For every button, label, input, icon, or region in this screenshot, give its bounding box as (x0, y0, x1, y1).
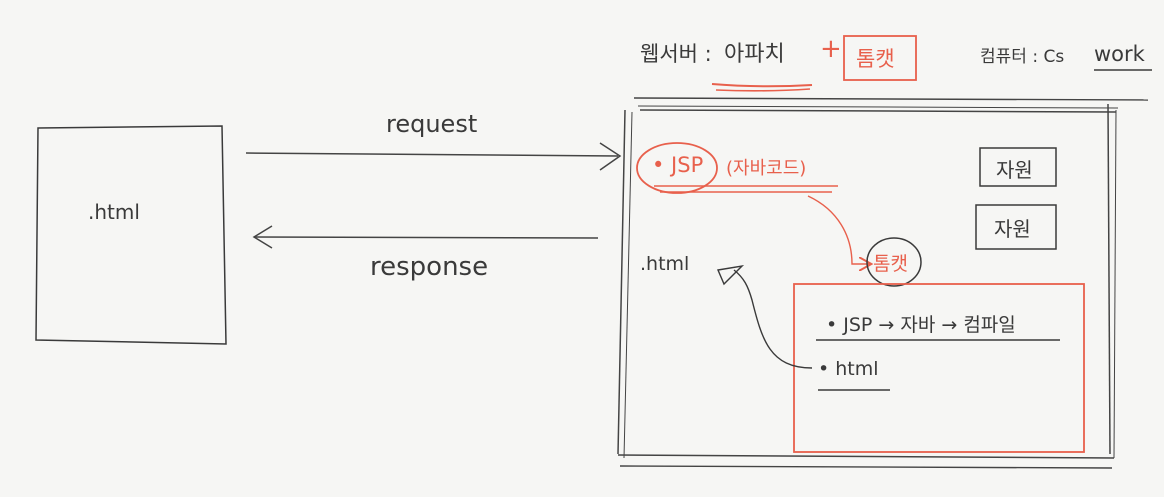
tomcat-container (793, 283, 1085, 453)
work-label: work (1094, 42, 1145, 66)
resource-box-1 (979, 147, 1057, 187)
tomcat-header-label: 톰캣 (856, 47, 895, 71)
jsp-underlines (654, 185, 838, 193)
response-arrow (252, 225, 599, 249)
compile-flow-label: • JSP → 자바 → 컴파일 (826, 314, 1016, 336)
plus-sign: + (820, 34, 842, 64)
resource-1-label: 자원 (996, 158, 1033, 182)
server-box (617, 97, 1149, 469)
tomcat-bubble (866, 237, 922, 287)
response-label: response (370, 252, 489, 282)
resource-box-2 (975, 204, 1057, 250)
html-arrow-marker (717, 264, 745, 286)
request-arrow (245, 142, 622, 171)
web-server-label: 웹서버 : (640, 42, 712, 66)
jsp-circle (636, 142, 718, 194)
server-html-label: .html (640, 253, 690, 275)
jsp-note: (자바코드) (726, 158, 807, 179)
apache-label: 아파치 (724, 42, 785, 67)
html-result-label: • html (818, 358, 879, 380)
return-curve (733, 269, 813, 369)
jsp-to-tomcat-arrow (807, 195, 870, 264)
tomcat-bubble-label: 톰캣 (873, 253, 908, 275)
client-html-label: .html (88, 200, 140, 224)
request-label: request (386, 110, 478, 138)
jsp-label: • JSP (652, 153, 704, 177)
compute-label: 컴퓨터 : Cs (980, 47, 1065, 67)
header-underlines (711, 69, 1152, 92)
client-box (35, 125, 227, 345)
resource-2-label: 자원 (994, 217, 1031, 241)
tomcat-header-box (843, 35, 917, 81)
